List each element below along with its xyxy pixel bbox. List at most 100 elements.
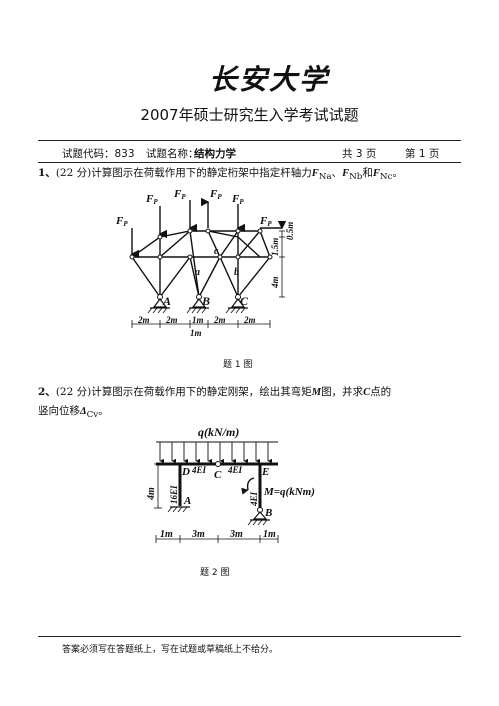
load-label-4: FP (209, 188, 222, 201)
load-label: q(kN/m) (198, 425, 239, 439)
q1-force-c: F (372, 168, 380, 179)
ei-top-left: 4EI (191, 465, 207, 475)
diagonal-5 (198, 256, 221, 298)
frame-figure: q(kN/m) D C E A B 4EI 4EI 16EI 4EI M=q(k… (146, 425, 315, 543)
q2-line2: 竖向位移 (38, 405, 80, 417)
q1-score: (22 分) (55, 167, 92, 179)
q2-text3: 点的 (370, 386, 392, 398)
ei-top-right: 4EI (227, 465, 243, 475)
question-1: 1、(22 分)计算图示在荷载作用下的静定桁架中指定杆轴力FNa、FNb和FNc… (38, 164, 468, 186)
truss-joints (129, 228, 273, 300)
diagonal-2 (159, 230, 191, 258)
truss-loads (130, 197, 287, 259)
footer-note: 答案必须写在答题纸上，写在试题或草稿纸上不给分。 (62, 645, 279, 655)
member-a-label: a (195, 267, 200, 278)
load-label-5: FP (231, 193, 244, 206)
node-c-label: C (214, 469, 222, 481)
diagonal-3 (189, 230, 200, 298)
q1-sub-a: Na (318, 172, 332, 183)
dim-h2: 1.5m (270, 238, 280, 256)
q2-text: 计算图示在荷载作用下的静定刚架，绘出其弯矩 (91, 386, 312, 398)
frame-dim-w-2: 3m (191, 529, 205, 540)
q1-sub-c: Nc (379, 172, 393, 183)
q2-delta-sub: Cv (86, 410, 99, 421)
diagonal-4 (159, 256, 191, 298)
header-rule-bottom (38, 162, 461, 163)
node-b-label: B (264, 507, 272, 519)
node-d-label: D (181, 466, 190, 478)
truss-horizontal-dimensions (131, 320, 271, 328)
q1-number: 1、 (38, 167, 56, 179)
dim-w-center: 1m (190, 328, 202, 338)
dim-w-3: 1m (192, 315, 204, 325)
member-c-label: c (214, 246, 219, 257)
distributed-load (156, 441, 278, 464)
page-number: 第 1 页 (405, 148, 440, 160)
moment-label: M=q(kNm) (263, 486, 315, 498)
header-rule-top (38, 140, 461, 141)
dim-h1: 0.5m (285, 222, 295, 240)
q1-sep1: 、 (331, 167, 343, 179)
diagonal-8 (237, 256, 271, 298)
truss-figure: FP FP FP FP FP FP a b c A B C 0.5m 1.5m … (115, 188, 295, 338)
exam-name: 结构力学 (194, 148, 236, 160)
frame-dim-w-4: 1m (263, 529, 276, 540)
hinge-c (215, 461, 221, 467)
top-chord (131, 230, 261, 258)
q2-number: 2、 (38, 386, 56, 398)
ei-right-column: 4EI (249, 491, 259, 507)
support-a-label: A (162, 294, 171, 308)
node-a-label: A (183, 495, 191, 507)
support-c-label: C (240, 294, 249, 308)
truss-vertical-dimensions (279, 230, 285, 298)
member-b (219, 256, 239, 298)
frame-supports (167, 506, 270, 526)
question-2: 2、(22 分)计算图示在荷载作用下的静定刚架，绘出其弯矩M图，并求C点的 竖向… (38, 383, 468, 424)
q1-end: 。 (392, 167, 403, 179)
truss-members (131, 230, 271, 298)
diagonal-7 (237, 230, 261, 258)
frame-hinges (215, 461, 263, 513)
top-right-chord (208, 230, 271, 258)
q2-delta: Δ (80, 406, 87, 417)
figure-2-caption: 题 2 图 (200, 568, 230, 578)
frame-dim-height: 4m (146, 487, 157, 501)
dim-h3: 4m (270, 276, 280, 289)
diagonal-6 (219, 230, 239, 258)
university-logo: 长安大学 (209, 63, 330, 96)
load-label-3: FP (173, 188, 186, 201)
q1-sub-b: Nb (349, 172, 363, 183)
diagonal-1 (131, 256, 161, 298)
truss-supports (147, 298, 248, 314)
q2-m: M (311, 387, 322, 398)
dim-w-2: 2m (165, 315, 178, 325)
q2-score: (22 分) (55, 386, 92, 398)
frame-dim-w-1: 1m (160, 529, 173, 540)
q2-end: 。 (98, 405, 109, 417)
dim-w-5: 2m (243, 315, 256, 325)
load-label-6: FP (259, 215, 272, 228)
node-e-label: E (261, 466, 269, 478)
total-pages: 共 3 页 (342, 148, 377, 160)
load-label-2: FP (145, 193, 158, 206)
q1-force-a: F (311, 168, 319, 179)
exam-title: 2007年硕士研究生入学考试试题 (140, 106, 359, 124)
dim-w-4: 2m (213, 315, 226, 325)
q1-sep2: 和 (362, 167, 373, 179)
frame-dimensions (154, 463, 279, 543)
support-b-label: B (201, 294, 210, 308)
moment-arrow (241, 477, 255, 495)
member-b-label: b (234, 267, 239, 278)
member-a (189, 256, 200, 298)
ei-left-column: 16EI (169, 485, 179, 504)
load-label-1: FP (115, 215, 128, 228)
dim-w-1: 2m (137, 315, 150, 325)
frame-dim-w-3: 3m (229, 529, 243, 540)
q2-text2: 图，并求 (321, 386, 364, 398)
exam-name-label: 试题名称： (146, 148, 199, 160)
exam-code: 试题代码：833 (62, 148, 135, 160)
q2-c: C (363, 387, 371, 398)
footer-rule (38, 636, 461, 637)
member-c (207, 230, 221, 258)
q1-force-b: F (342, 168, 350, 179)
